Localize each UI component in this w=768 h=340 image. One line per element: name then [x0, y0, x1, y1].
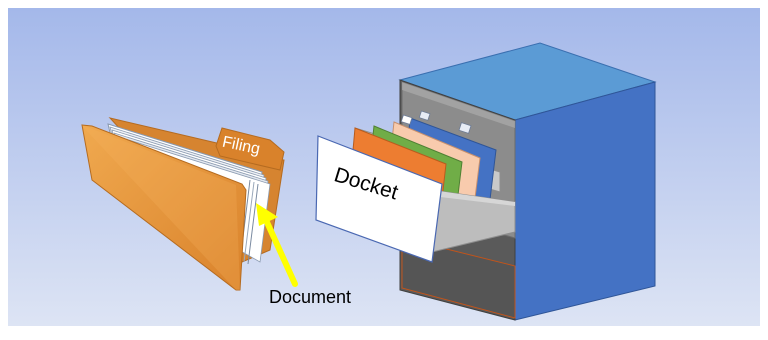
arrow-head [256, 203, 278, 226]
folder-tab [215, 127, 285, 171]
document-label: Document [269, 287, 351, 307]
file-card-tab [400, 114, 413, 125]
cabinet-drawer: Docket [315, 110, 516, 263]
folder-front-panel [81, 124, 247, 291]
yellow-arrow-icon [256, 203, 298, 287]
docket-card [315, 135, 443, 263]
filing-folder-icon: Filing [81, 117, 285, 291]
arrow-shaft [263, 217, 298, 287]
cabinet-side [514, 81, 656, 321]
file-card-tab [458, 122, 472, 134]
file-card-tab [418, 110, 431, 121]
